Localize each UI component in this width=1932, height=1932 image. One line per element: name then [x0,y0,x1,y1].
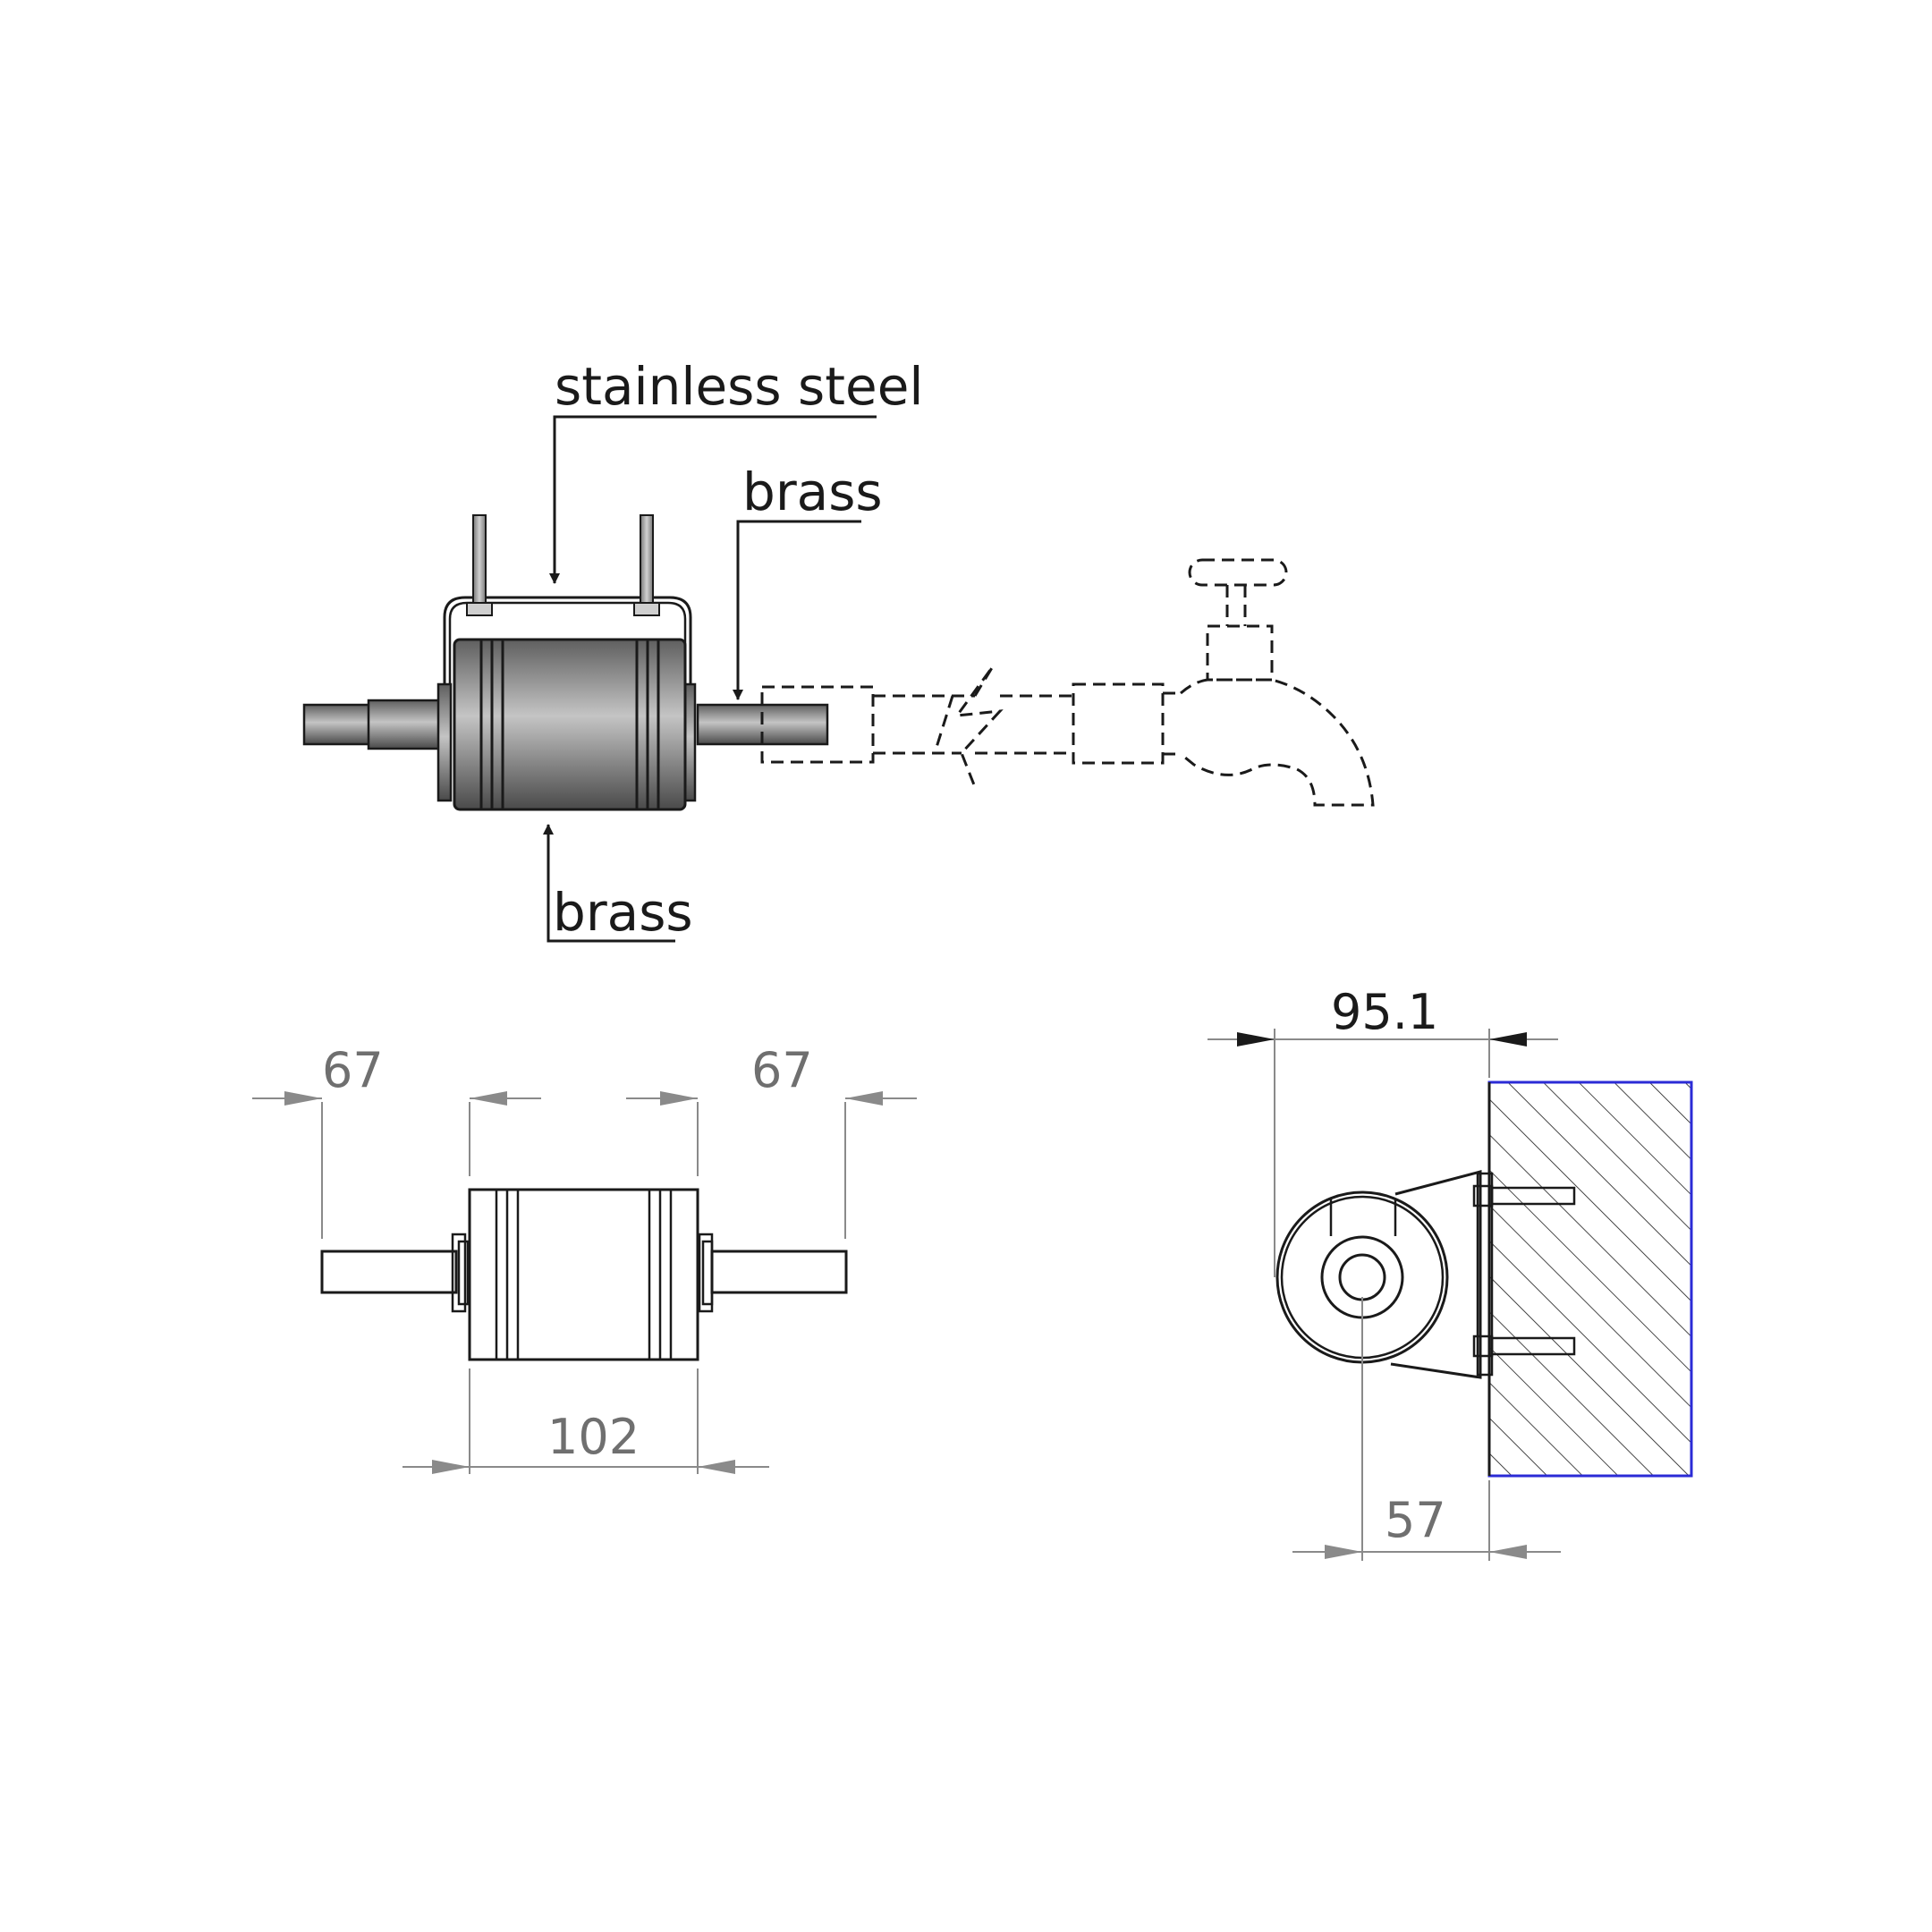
brass-body [453,638,687,811]
dim-axis-to-wall: 57 [1385,1492,1446,1548]
front-view: 67 67 102 [252,1042,917,1474]
bracket-bolt-right [640,514,654,614]
body-flange-left [436,682,453,802]
bracket-bolt-left [472,514,487,614]
wall-section [1487,1080,1693,1478]
tap [1180,558,1375,807]
side-view: 95.1 57 [1208,984,1693,1561]
stainless-bracket [443,596,692,689]
dim-depth: 95.1 [1331,984,1438,1040]
label-stainless-steel: stainless steel [555,356,924,417]
body-grooves [479,640,660,809]
dim-right-pipe: 67 [751,1042,813,1098]
dashed-pipe-to-tap [760,665,1181,788]
inlet-fitting [367,699,442,750]
label-brass-body: brass [553,882,693,943]
dim-body-length: 102 [547,1409,640,1465]
dim-left-pipe: 67 [322,1042,384,1098]
label-brass-pipe: brass [742,462,883,522]
installation-view: stainless steel brass brass [302,356,1375,943]
